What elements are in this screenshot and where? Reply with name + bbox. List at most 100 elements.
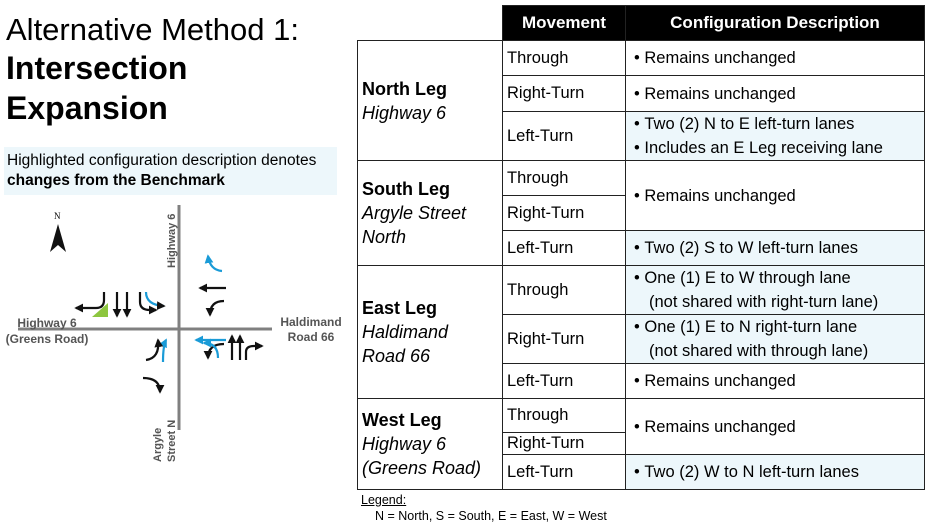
description-line: (not shared with through lane) [649,342,869,360]
description-line: (not shared with right-turn lane) [649,293,879,311]
table-row: West Leg Highway 6 (Greens Road) Through… [357,398,925,490]
road-label-west-2: (Greens Road) [6,332,89,346]
movement-cell: Right-Turn [502,314,626,364]
description-cell-highlighted: One (1) E to W through lane (not shared … [625,265,925,315]
table-row: East Leg Haldimand Road 66 Through One (… [357,265,925,399]
note-text: Highlighted configuration description de… [7,152,317,169]
movement-cell: Left-Turn [502,363,626,399]
intersection-diagram: N Highway 6 Highway 6 (Greens Road) Hald… [6,205,342,462]
legend: Legend: N = North, S = South, E = East, … [361,492,607,524]
leg-road-line-2: North [362,227,407,247]
description-cell-highlighted: Two (2) W to N left-turn lanes [625,454,925,490]
description-line: Remains unchanged [634,46,924,70]
south-leg-arrows [142,338,168,394]
description-cell: Remains unchanged [625,40,925,76]
road-label-east-2: Road 66 [288,330,335,344]
nb-left-turn-arrow [145,338,164,362]
table-row: Left-Turn Two (2) W to N left-turn lanes [358,454,925,490]
description-line: One (1) E to N right-turn lane [634,315,924,339]
wb-left-turn-arrow-2 [203,342,225,360]
movement-cell: Left-Turn [502,454,626,490]
leg-south: South Leg Argyle Street North [357,160,503,266]
leg-name: West Leg [362,410,442,430]
movement-cell: Through [502,398,626,433]
description-line: Remains unchanged [634,369,924,393]
description-line: Remains unchanged [634,184,924,208]
leg-north: North Leg Highway 6 [357,40,503,161]
description-cell-highlighted: One (1) E to N right-turn lane (not shar… [625,314,925,364]
header-blank [357,5,503,41]
movement-cell: Right-Turn [502,75,626,112]
movement-cell: Right-Turn [502,432,626,455]
north-leg-arrows [74,291,166,318]
leg-road-line-1: Argyle Street [362,203,467,223]
description-cell-highlighted: Two (2) S to W left-turn lanes [625,230,925,266]
wb-right-turn-arrow-new [202,338,220,359]
description-line: Includes an E Leg receiving lane [634,136,924,160]
description-cell-highlighted: Two (2) N to E left-turn lanes Includes … [625,111,925,161]
movement-cell: Left-Turn [502,111,626,161]
legend-title: Legend: [361,493,407,507]
table-row: Right-Turn One (1) E to N right-turn lan… [358,314,925,364]
wb-left-turn-arrow [205,299,225,317]
wedge-icon [92,303,108,317]
sb-right-turn-arrow [74,292,106,313]
movement-cell: Through [502,160,626,196]
description-cell: Remains unchanged [625,398,925,455]
table-row: Right-Turn [358,432,925,455]
nb-through-arrow [142,376,165,394]
road-label-west-1: Highway 6 [17,316,77,330]
description-cell: Remains unchanged [625,363,925,399]
highlight-note: Highlighted configuration description de… [4,147,337,195]
description-cell: Remains unchanged [625,160,925,231]
description-line: Two (2) N to E left-turn lanes [634,112,924,136]
title-line-2: Intersection [6,50,188,86]
leg-name: North Leg [362,78,447,99]
movement-cell: Right-Turn [502,195,626,231]
title-line-3: Expansion [6,90,168,126]
page-title: Alternative Method 1: Intersection Expan… [6,12,299,128]
road-label-south-1: Argyle [152,428,164,462]
east-leg-arrows [194,254,264,360]
leg-road-line-2: Road 66 [362,346,431,366]
table-row: Left-Turn Two (2) S to W left-turn lanes [358,230,925,266]
movement-cell: Through [502,265,626,315]
legend-text: N = North, S = South, E = East, W = West [375,509,607,523]
movement-cell: Left-Turn [502,230,626,266]
sb-left-turn-arrow [138,292,158,315]
table-row: Right-Turn Remains unchanged [358,75,925,112]
leg-west: West Leg Highway 6 (Greens Road) [357,398,503,490]
description-cell: Remains unchanged [625,75,925,112]
title-line-1: Alternative Method 1: [6,12,299,47]
configuration-table: Movement Configuration Description North… [357,5,925,490]
sb-left-turn-arrow-new [144,291,166,311]
description-line: Two (2) S to W left-turn lanes [634,236,924,260]
road-label-north: Highway 6 [166,214,178,268]
leg-name: South Leg [362,179,450,199]
leg-east: East Leg Haldimand Road 66 [357,265,503,399]
table-row: Right-Turn [358,195,925,231]
leg-name: East Leg [362,298,438,318]
description-line: Remains unchanged [634,82,924,106]
nb-left-turn-arrow-new [158,338,168,363]
eb-right-turn-arrow [244,341,264,360]
header-movement: Movement [502,5,626,41]
header-description: Configuration Description [625,5,925,41]
description-line: Two (2) W to N left-turn lanes [634,460,924,484]
leg-road: Highway 6 [362,102,447,123]
description-line: Remains unchanged [634,415,924,439]
leg-road-line-2: (Greens Road) [362,458,482,478]
table-row: North Leg Highway 6 Through Remains unch… [357,40,925,161]
road-label-south-2: Street N [166,420,178,462]
nb-receiving-arrow [204,254,223,273]
table-row: Left-Turn Two (2) N to E left-turn lanes… [358,111,925,161]
road-label-east-1: Haldimand [280,315,341,329]
description-line: One (1) E to W through lane [634,266,924,290]
north-arrow-icon: N [50,211,66,252]
movement-cell: Through [502,40,626,76]
note-emphasis: changes from the Benchmark [7,172,225,189]
table-row: South Leg Argyle Street North Through Re… [357,160,925,266]
leg-road-line-1: Haldimand [362,322,449,342]
leg-road-line-1: Highway 6 [362,434,447,454]
table-header-row: Movement Configuration Description [357,5,925,41]
